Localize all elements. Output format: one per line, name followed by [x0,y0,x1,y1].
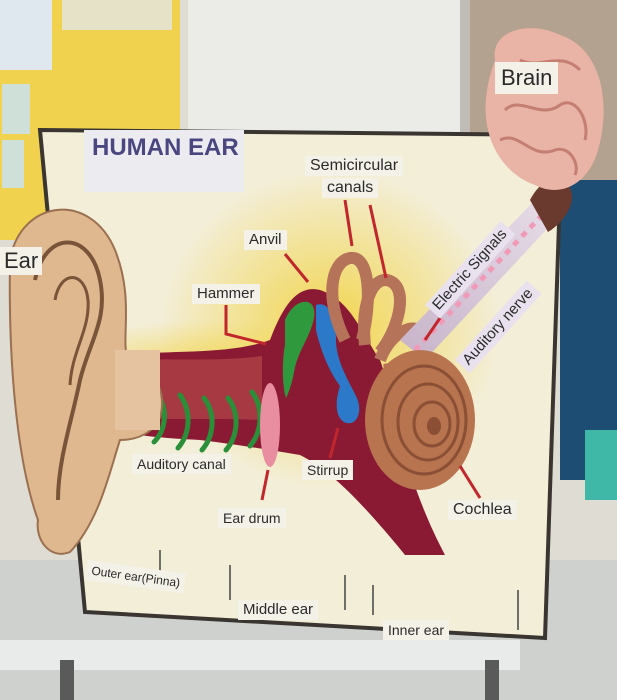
table-top [0,640,520,670]
cochlea-shape [365,350,475,490]
label-brain: Brain [495,62,558,94]
table-leg-2 [485,660,499,700]
label-inner-ear: Inner ear [383,620,449,640]
label-anvil: Anvil [244,230,287,250]
page-title: HUMAN EAR [84,130,244,192]
label-ear: Ear [0,247,42,275]
teal-chair [585,430,617,500]
bulletin-paper [62,0,172,30]
ear-drum-shape [260,383,280,467]
bulletin-paper-4 [2,140,24,188]
bulletin-paper-2 [0,0,52,70]
label-semicircular-line1: Semicircular [305,156,403,176]
pinna-connector [115,350,160,430]
label-auditory-canal: Auditory canal [132,454,231,474]
label-hammer: Hammer [192,284,260,304]
label-stirrup: Stirrup [302,460,353,480]
label-middle-ear: Middle ear [238,600,318,620]
door [188,0,468,135]
label-cochlea: Cochlea [448,500,517,520]
label-ear-drum: Ear drum [218,508,286,528]
label-semicircular-line2: canals [322,178,378,198]
table-leg [60,660,74,700]
bulletin-paper-3 [2,84,30,134]
